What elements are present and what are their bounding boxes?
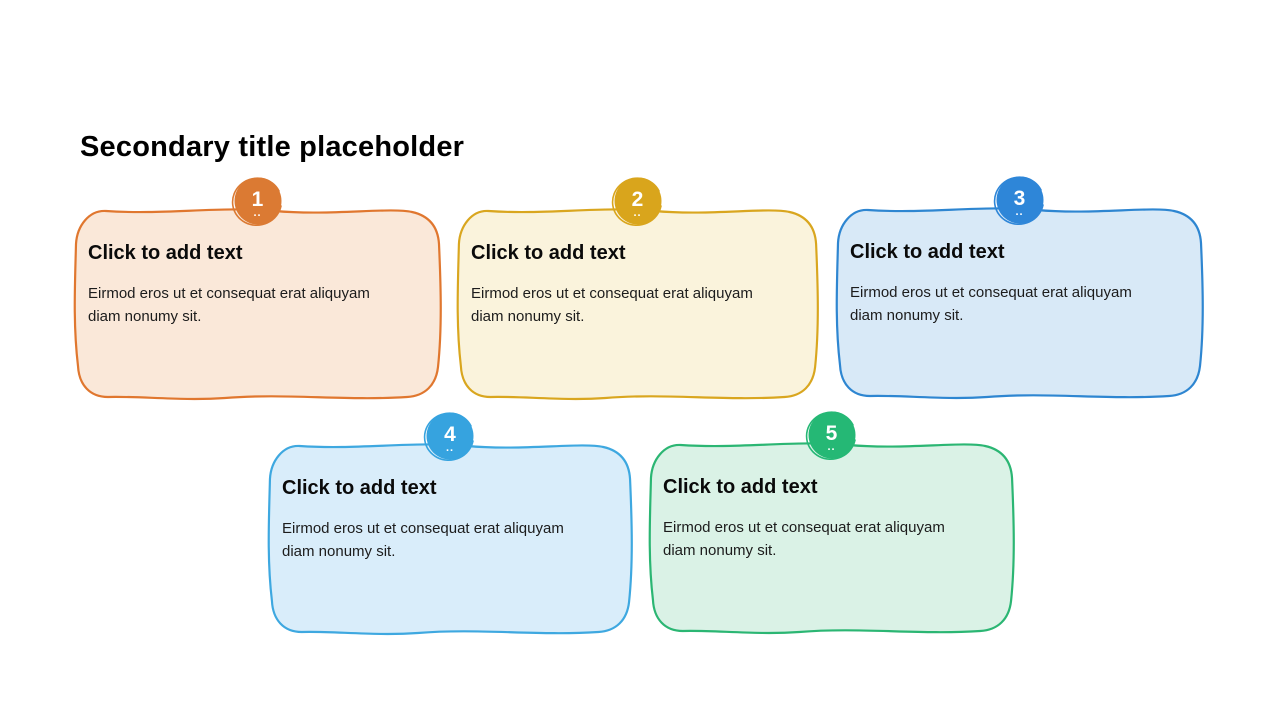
step-card-2[interactable]: 2 .. Click to add text Eirmod eros ut et… <box>453 177 822 404</box>
card-heading-placeholder[interactable]: Click to add text <box>88 242 243 264</box>
card-body-placeholder[interactable]: Eirmod eros ut et consequat erat aliquya… <box>88 285 370 325</box>
step-number: 1 <box>251 188 264 211</box>
badge-sketch-dots: .. <box>633 207 642 219</box>
card-heading-placeholder[interactable]: Click to add text <box>471 242 626 264</box>
card-body-placeholder[interactable]: Eirmod eros ut et consequat erat aliquya… <box>282 520 564 560</box>
badge-sketch-dots: .. <box>253 207 262 219</box>
step-number: 2 <box>631 188 644 211</box>
step-number-badge: 4 .. <box>423 410 477 464</box>
card-heading-placeholder[interactable]: Click to add text <box>282 477 437 499</box>
card-sketch-outline <box>835 207 1204 400</box>
step-number: 5 <box>825 422 838 445</box>
badge-circle-icon <box>611 177 662 227</box>
step-number: 4 <box>444 423 456 446</box>
card-heading-placeholder[interactable]: Click to add text <box>663 476 818 498</box>
badge-sketch-dots: .. <box>445 442 455 454</box>
step-number-badge: 2 .. <box>611 175 665 229</box>
card-content: Click to add text Eirmod eros ut et cons… <box>88 242 429 328</box>
card-content: Click to add text Eirmod eros ut et cons… <box>850 241 1191 327</box>
step-number: 3 <box>1013 187 1026 210</box>
card-content: Click to add text Eirmod eros ut et cons… <box>663 476 1002 562</box>
card-sketch-outline <box>648 442 1015 635</box>
card-sketch-outline <box>267 443 633 636</box>
step-card-4[interactable]: 4 .. Click to add text Eirmod eros ut et… <box>264 412 636 639</box>
badge-circle-icon <box>805 411 856 461</box>
card-body-placeholder[interactable]: Eirmod eros ut et consequat erat aliquya… <box>471 285 753 325</box>
step-number-badge: 1 .. <box>231 175 285 229</box>
card-heading-placeholder[interactable]: Click to add text <box>850 241 1005 263</box>
card-sketch-outline <box>73 208 442 401</box>
step-card-5[interactable]: 5 .. Click to add text Eirmod eros ut et… <box>645 411 1018 638</box>
step-number-badge: 3 .. <box>993 174 1047 228</box>
card-body-placeholder[interactable]: Eirmod eros ut et consequat erat aliquya… <box>850 284 1132 324</box>
card-content: Click to add text Eirmod eros ut et cons… <box>282 477 620 563</box>
badge-circle-icon <box>993 176 1044 226</box>
step-card-1[interactable]: 1 .. Click to add text Eirmod eros ut et… <box>70 177 445 404</box>
card-sketch-outline <box>456 208 819 401</box>
card-content: Click to add text Eirmod eros ut et cons… <box>471 242 806 328</box>
badge-circle-icon <box>423 412 474 462</box>
badge-sketch-dots: .. <box>1015 206 1024 218</box>
badge-circle-icon <box>231 177 282 227</box>
slide-title[interactable]: Secondary title placeholder <box>80 131 465 163</box>
card-body-placeholder[interactable]: Eirmod eros ut et consequat erat aliquya… <box>663 519 945 559</box>
step-card-3[interactable]: 3 .. Click to add text Eirmod eros ut et… <box>832 176 1207 403</box>
badge-sketch-dots: .. <box>827 441 836 453</box>
step-number-badge: 5 .. <box>805 409 859 463</box>
